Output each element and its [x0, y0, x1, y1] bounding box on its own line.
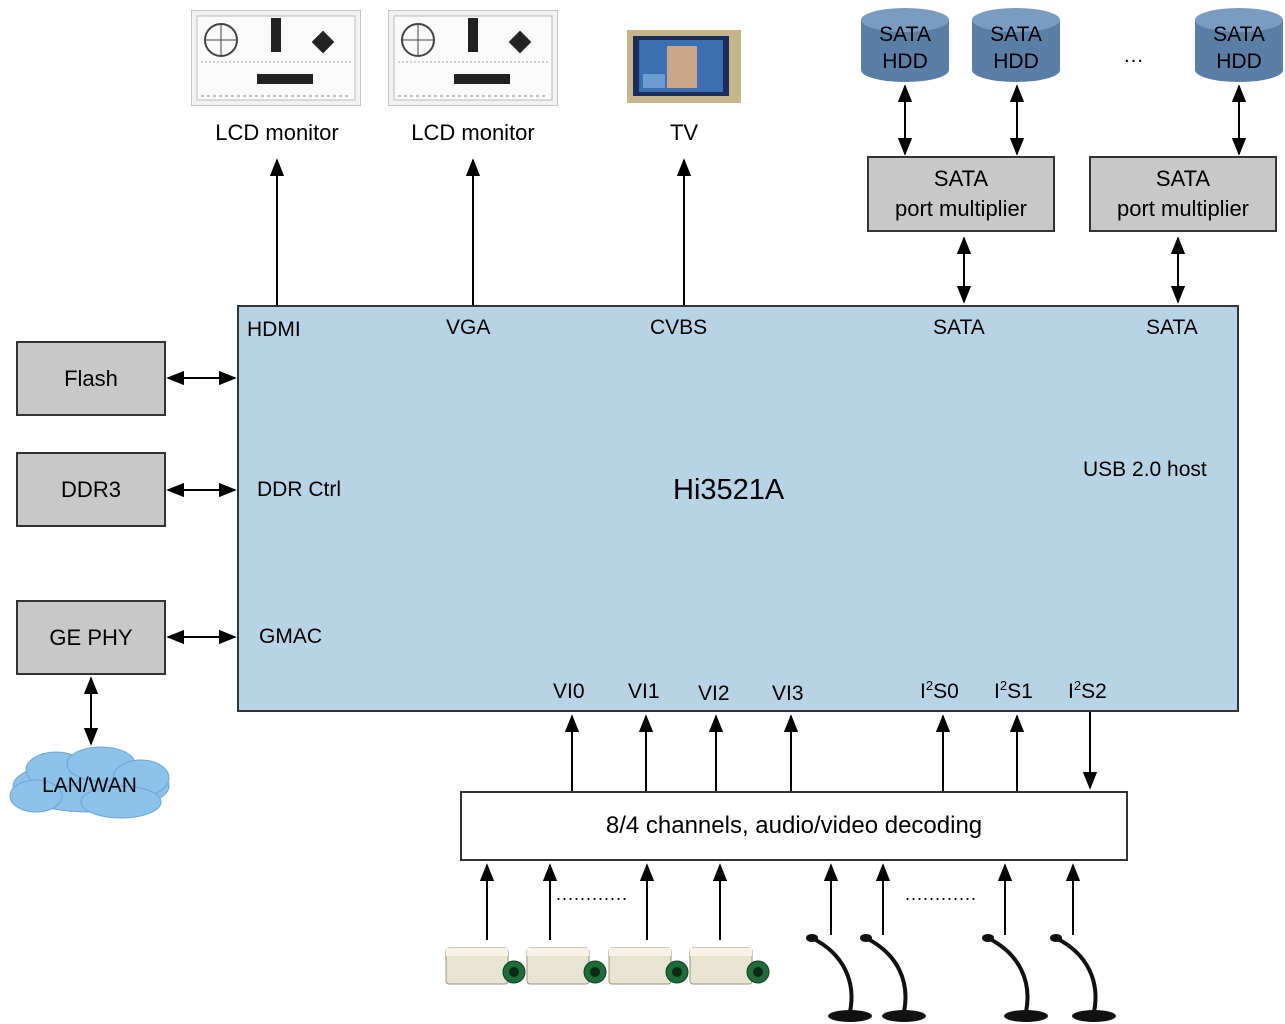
- lcd-monitor-2-image: [388, 10, 558, 106]
- port-multiplier-1-line2: port multiplier: [894, 196, 1028, 221]
- microphone-4-icon: [1050, 934, 1116, 1022]
- sata-port-1-label: SATA: [933, 316, 985, 339]
- i2s2-post: S2: [1081, 680, 1107, 703]
- i2s0-pre: I: [920, 680, 926, 703]
- mic-dots: ............: [905, 884, 978, 904]
- i2s2-pre: I: [1068, 680, 1074, 703]
- camera-2-icon: [526, 947, 607, 985]
- lcd-monitor-1-label: LCD monitor: [215, 120, 339, 145]
- camera-dots: ............: [556, 884, 629, 904]
- camera-3-icon: [608, 947, 689, 985]
- sata-hdd-3-line2: HDD: [1216, 50, 1262, 73]
- microphone-3-icon: [982, 934, 1048, 1022]
- decoder-box: 8/4 channels, audio/video decoding: [460, 791, 1128, 861]
- hdmi-port-label: HDMI: [247, 318, 301, 341]
- port-multiplier-2-line2: port multiplier: [1116, 196, 1250, 221]
- flash-box: Flash: [16, 341, 166, 416]
- sata-hdd-3: SATA HDD: [1194, 21, 1284, 75]
- usb-host-label: USB 2.0 host: [1083, 458, 1207, 481]
- gmac-label: GMAC: [259, 625, 322, 648]
- i2s2-label: I2S2: [1068, 678, 1107, 704]
- tv-image: [627, 30, 741, 103]
- lcd-monitor-1-image: [191, 10, 361, 106]
- sata-hdd-2: SATA HDD: [971, 21, 1061, 75]
- ge-phy-box: GE PHY: [16, 600, 166, 675]
- lcd-monitor-2-label: LCD monitor: [411, 120, 535, 145]
- sata-port-2-label: SATA: [1146, 316, 1198, 339]
- microphone-2-icon: [860, 934, 926, 1022]
- lan-wan-cloud: [9, 746, 170, 819]
- vi3-label: VI3: [772, 682, 804, 705]
- sata-hdd-3-line1: SATA: [1213, 23, 1265, 46]
- vi2-label: VI2: [698, 682, 730, 705]
- i2s1-post: S1: [1007, 680, 1033, 703]
- port-multiplier-2-line1: SATA: [1155, 166, 1211, 191]
- sata-hdd-2-line1: SATA: [990, 23, 1042, 46]
- camera-4-icon: [689, 947, 770, 985]
- i2s1-pre: I: [994, 680, 1000, 703]
- vi0-label: VI0: [553, 680, 585, 703]
- i2s0-sup: 2: [925, 678, 934, 693]
- sata-hdd-2-line2: HDD: [993, 50, 1039, 73]
- sata-hdd-1-line2: HDD: [882, 50, 928, 73]
- i2s0-label: I2S0: [920, 678, 959, 704]
- lan-wan-label: LAN/WAN: [42, 774, 137, 797]
- sata-hdd-1: SATA HDD: [860, 21, 950, 75]
- sata-hdd-1-cylinder: [861, 8, 949, 82]
- vi1-label: VI1: [628, 680, 660, 703]
- sata-port-multiplier-2: SATA port multiplier: [1089, 156, 1277, 232]
- sata-hdd-3-cylinder: [1195, 8, 1283, 82]
- hdd-ellipsis: …: [1123, 44, 1144, 67]
- tv-label: TV: [669, 120, 699, 145]
- i2s1-sup: 2: [999, 678, 1008, 693]
- port-multiplier-1-line1: SATA: [933, 166, 989, 191]
- hi3521a-chip: [237, 305, 1239, 712]
- i2s2-sup: 2: [1073, 678, 1082, 693]
- sata-port-multiplier-1: SATA port multiplier: [867, 156, 1055, 232]
- sata-hdd-2-cylinder: [972, 8, 1060, 82]
- i2s0-post: S0: [933, 680, 959, 703]
- chip-name: Hi3521A: [673, 474, 785, 506]
- camera-1-icon: [445, 947, 526, 985]
- vga-port-label: VGA: [446, 316, 491, 339]
- i2s1-label: I2S1: [994, 678, 1033, 704]
- ddr3-box: DDR3: [16, 452, 166, 527]
- sata-hdd-1-line1: SATA: [879, 23, 931, 46]
- microphone-1-icon: [806, 934, 872, 1022]
- cvbs-port-label: CVBS: [650, 316, 708, 339]
- ddr-ctrl-label: DDR Ctrl: [257, 478, 341, 501]
